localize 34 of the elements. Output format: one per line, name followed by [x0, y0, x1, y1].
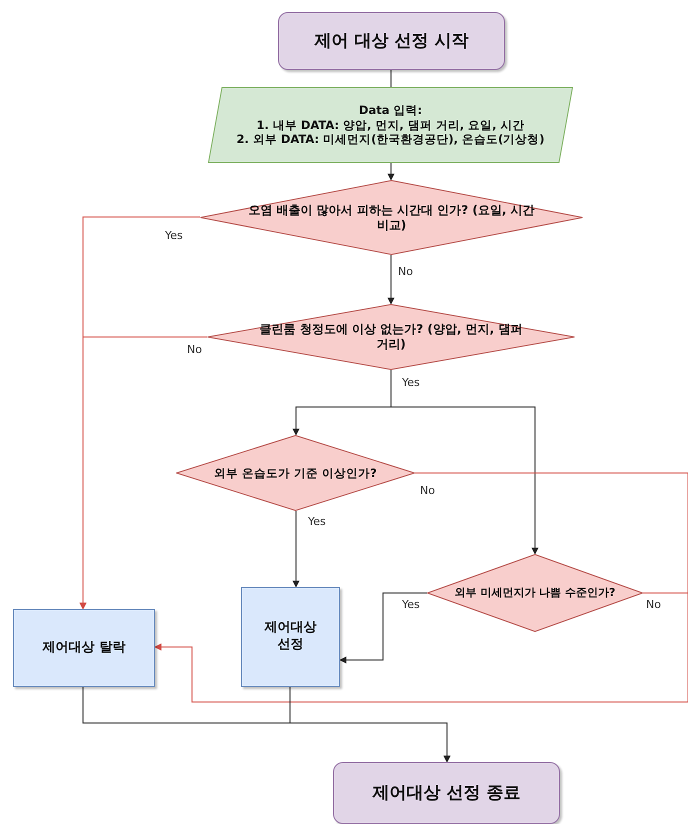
input-text: 2. 외부 DATA: 미세먼지(한국환경공단), 온습도(기상청): [236, 132, 544, 147]
edge-label: No: [186, 343, 203, 356]
arrow: [292, 370, 392, 436]
edge-label: No: [397, 265, 414, 278]
question-text: 외부 온습도가 기준 이상인가?: [214, 466, 377, 480]
question-text: 외부 미세먼지가 나쁨 수준인가?: [454, 586, 616, 600]
process-box: 제어대상 선정: [241, 587, 340, 687]
connector-line: [390, 70, 392, 88]
arrow: [154, 592, 688, 702]
arrow: [388, 254, 394, 305]
input-text: 1. 내부 DATA: 양압, 먼지, 댐퍼 거리, 요일, 시간: [256, 118, 525, 132]
input-text: Data 입력:: [358, 103, 422, 118]
decision-diamond: [176, 435, 415, 511]
question-text: 클린룸 청정도에 이상 없는가? (양압, 먼지, 댐퍼 거리): [258, 322, 524, 352]
edge-label: Yes: [164, 229, 184, 242]
decision-diamond: [200, 180, 583, 255]
edge-label: No: [419, 484, 436, 497]
terminal-box: 제어대상 선정 종료: [333, 762, 560, 824]
edge-label: Yes: [401, 598, 421, 611]
input-parallelogram: [208, 87, 573, 163]
decision-diamond: [207, 304, 575, 370]
edge-label: Yes: [307, 515, 327, 528]
arrow: [80, 336, 208, 610]
process-box: 제어대상 탈락: [13, 609, 155, 687]
arrow: [339, 592, 428, 664]
terminal-box: 제어 대상 선정 시작: [278, 12, 505, 70]
arrow: [290, 686, 450, 763]
arrow: [292, 510, 300, 588]
decision-diamond: [427, 554, 643, 632]
question-text: 오염 배출이 많아서 피하는 시간대 인가? (요일, 시간 비교): [247, 202, 536, 232]
arrow: [390, 406, 538, 555]
edge-label: No: [645, 598, 662, 611]
arrow: [388, 162, 394, 181]
edge-label: Yes: [401, 376, 421, 389]
